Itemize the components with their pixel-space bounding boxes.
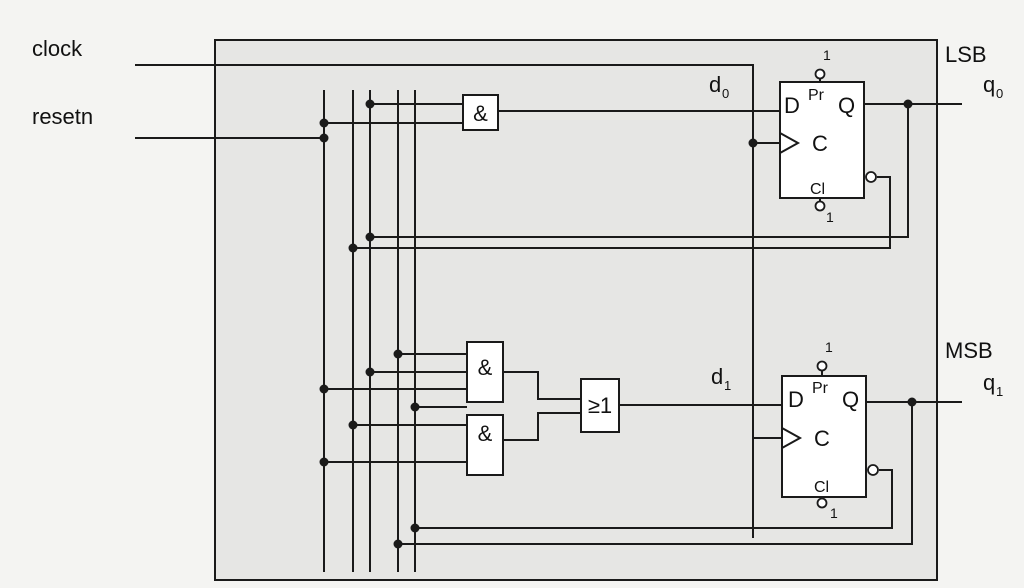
ff1-clock-triangle bbox=[781, 427, 803, 449]
q1-label: q 1 bbox=[983, 370, 1003, 399]
ff1-c-pin: C bbox=[814, 426, 830, 451]
and-gate-bottom: & bbox=[466, 414, 504, 476]
or-gate: ≥1 bbox=[580, 378, 620, 433]
svg-text:q: q bbox=[983, 370, 995, 395]
d0-label: d 0 bbox=[709, 72, 729, 101]
svg-text:&: & bbox=[473, 101, 488, 126]
flipflop-lsb: D Q Pr C Cl 1 1 bbox=[779, 47, 877, 225]
and-gate-top: & bbox=[462, 94, 499, 131]
d1-label: d 1 bbox=[711, 364, 731, 393]
ff1-clear: Cl bbox=[814, 479, 829, 496]
ff0-clear: Cl bbox=[810, 181, 825, 198]
svg-text:q: q bbox=[983, 72, 995, 97]
ff1-preset: Pr bbox=[812, 380, 829, 397]
svg-text:d: d bbox=[711, 364, 723, 389]
wires bbox=[135, 64, 962, 572]
svg-text:1: 1 bbox=[724, 378, 731, 393]
svg-text:&: & bbox=[478, 421, 493, 446]
clock-wire bbox=[135, 64, 754, 538]
ff1-d-pin: D bbox=[788, 387, 804, 412]
ff0-q-pin: Q bbox=[838, 93, 855, 118]
q0-label: q 0 bbox=[983, 72, 1003, 101]
resetn-label: resetn bbox=[32, 104, 93, 129]
svg-text:≥1: ≥1 bbox=[588, 393, 612, 418]
flipflop-msb: D Q Pr C Cl 1 1 bbox=[781, 339, 879, 521]
ff0-d-pin: D bbox=[784, 93, 800, 118]
svg-text:0: 0 bbox=[722, 86, 729, 101]
svg-text:&: & bbox=[478, 355, 493, 380]
ff0-clock-triangle bbox=[779, 132, 801, 154]
ff0-preset-tie: 1 bbox=[823, 47, 831, 63]
svg-text:d: d bbox=[709, 72, 721, 97]
and-gate-middle: & bbox=[466, 341, 504, 403]
lsb-label: LSB bbox=[945, 42, 987, 67]
msb-label: MSB bbox=[945, 338, 993, 363]
junction-dots bbox=[319, 99, 917, 549]
clock-label: clock bbox=[32, 36, 83, 61]
ff0-preset: Pr bbox=[808, 87, 825, 104]
svg-text:1: 1 bbox=[996, 384, 1003, 399]
ff0-c-pin: C bbox=[812, 131, 828, 156]
svg-text:0: 0 bbox=[996, 86, 1003, 101]
ff1-q-pin: Q bbox=[842, 387, 859, 412]
ff1-clear-tie: 1 bbox=[830, 505, 838, 521]
ff1-preset-tie: 1 bbox=[825, 339, 833, 355]
ff0-clear-tie: 1 bbox=[826, 209, 834, 225]
